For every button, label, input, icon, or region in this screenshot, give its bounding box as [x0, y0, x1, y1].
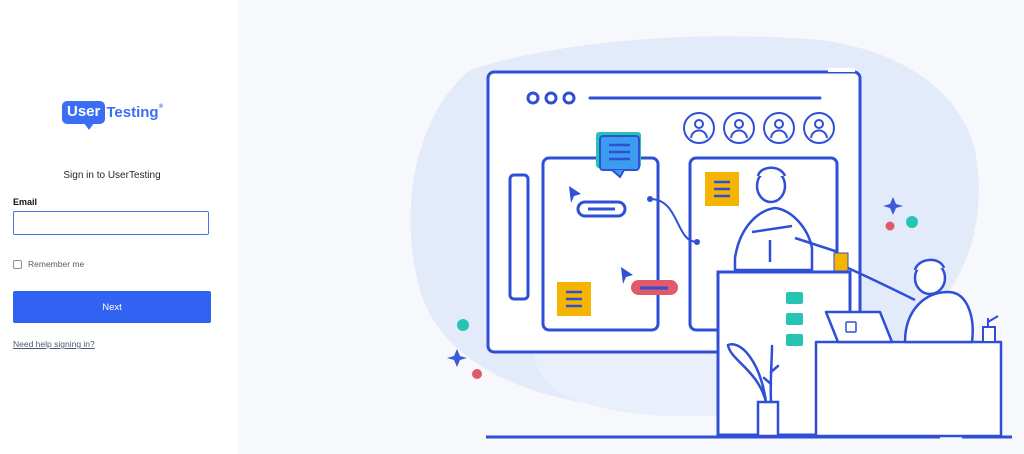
- remember-me-checkbox[interactable]: [13, 259, 22, 269]
- illustration-panel: [238, 0, 1024, 454]
- help-signing-in-link[interactable]: Need help signing in?: [13, 339, 95, 349]
- logo-bubble: User: [62, 100, 106, 130]
- email-label: Email: [13, 197, 38, 207]
- confetti-dot-4: [885, 221, 895, 231]
- email-field[interactable]: [13, 211, 209, 235]
- next-button[interactable]: Next: [13, 291, 211, 323]
- chat-bubble-icon: [596, 132, 641, 179]
- sparkle-icon-2: [883, 197, 903, 215]
- person-illustration: [733, 166, 839, 272]
- remember-me[interactable]: Remember me: [13, 259, 84, 269]
- confetti-dot: [457, 319, 469, 331]
- connector-line: [649, 198, 698, 243]
- participant-avatars: [683, 112, 835, 144]
- sparkle-icon: [447, 349, 467, 367]
- remember-me-label[interactable]: Remember me: [28, 259, 85, 269]
- sticky-note-icon-2: [705, 172, 739, 206]
- page-title: Sign in to UserTesting: [63, 170, 161, 181]
- confetti-dot-2: [472, 369, 482, 379]
- handed-note: [833, 252, 849, 272]
- man-illustration: [814, 258, 1003, 438]
- laptop-logo: [845, 321, 857, 333]
- cursor-icon: [569, 186, 581, 203]
- teal-tag-2: [786, 313, 803, 325]
- teal-tag-3: [786, 334, 803, 346]
- cup-icon: [982, 315, 999, 343]
- sticky-note-icon: [557, 282, 591, 316]
- cursor-icon-2: [621, 267, 633, 284]
- collaboration-illustration: [410, 36, 1012, 439]
- sign-in-panel: User Testing® Sign in to UserTesting Ema…: [0, 0, 239, 454]
- confetti-dot-3: [906, 216, 918, 228]
- logo-text-testing: Testing: [106, 103, 159, 121]
- logo-registered-mark: ®: [158, 103, 164, 110]
- teal-tag: [786, 292, 803, 304]
- usertesting-logo: User Testing®: [62, 98, 163, 130]
- logo-text: Testing®: [106, 104, 163, 121]
- plant-illustration: [726, 343, 780, 438]
